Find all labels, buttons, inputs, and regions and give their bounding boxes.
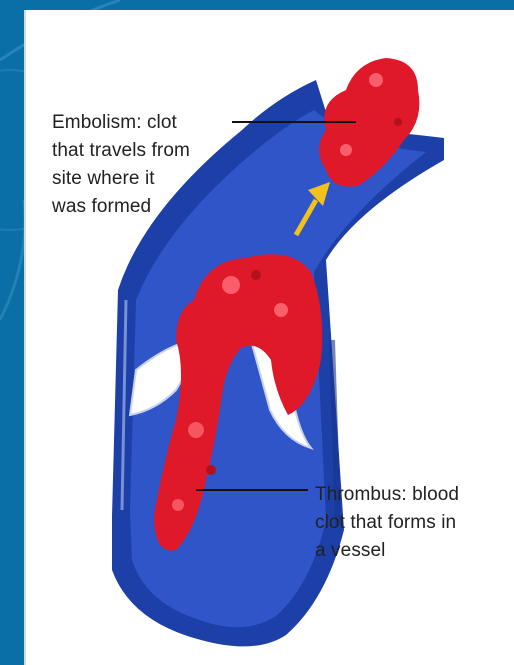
embolism-label-line: was formed [52, 193, 252, 221]
thrombus-label: Thrombus: blood clot that forms in a ves… [315, 481, 514, 565]
thrombus-label-line: Thrombus: blood [315, 481, 514, 509]
embolism-label: Embolism: clot that travels from site wh… [52, 109, 252, 221]
thrombus-label-line: clot that forms in [315, 509, 514, 537]
embolism-label-line: site where it [52, 165, 252, 193]
embolism-label-line: that travels from [52, 137, 252, 165]
thrombus-label-line: a vessel [315, 537, 514, 565]
embolism-label-line: Embolism: clot [52, 109, 252, 137]
